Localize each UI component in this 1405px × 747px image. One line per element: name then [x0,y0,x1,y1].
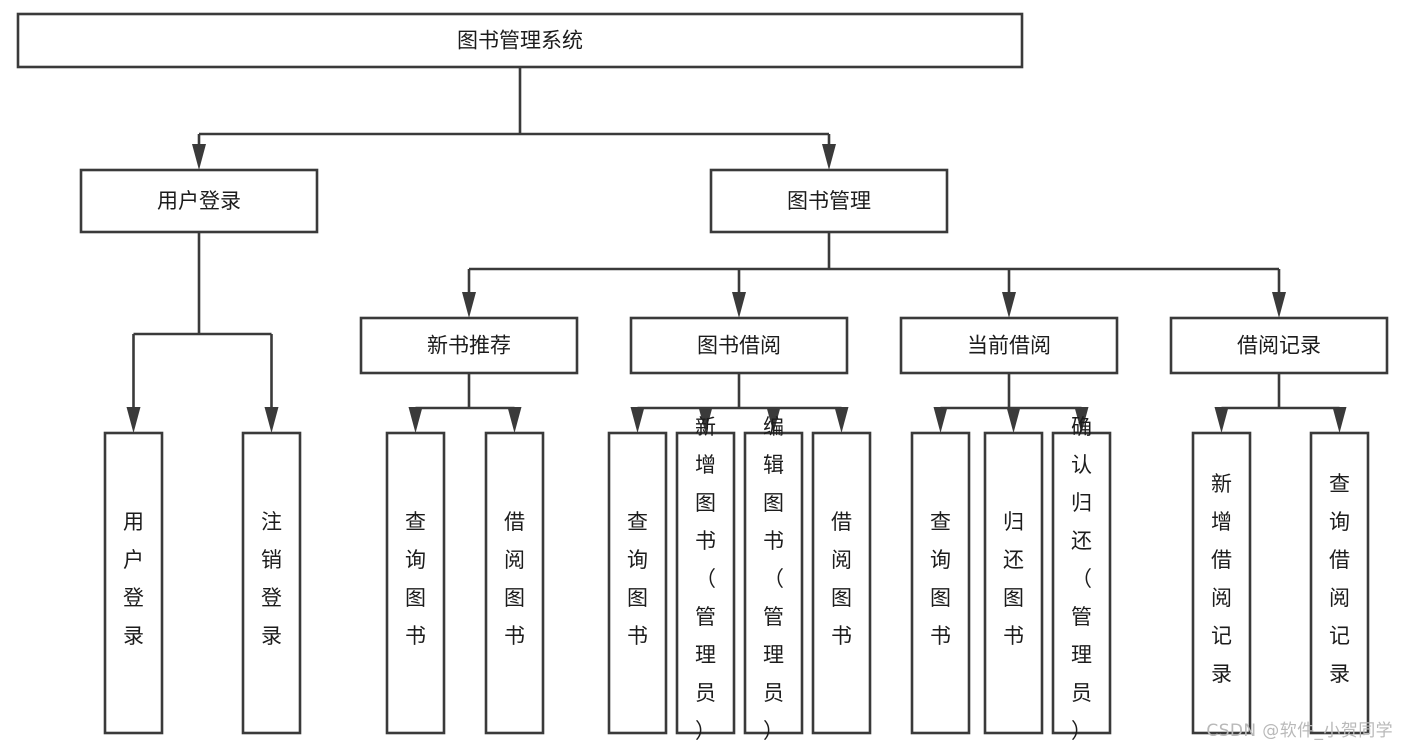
node-box-leaf-query-record[interactable] [1309,431,1370,735]
node-label-new-book-recommend: 新书推荐 [427,334,511,358]
node-leaf-add-record[interactable]: 新增借阅记录 [1191,431,1252,735]
arrow-book-management [822,144,836,170]
node-leaf-edit-book[interactable]: 编辑图书（管理员） [743,415,804,743]
arrow-leaf-borrow-book-1 [507,407,522,433]
node-box-leaf-query-book-2[interactable] [607,431,668,735]
node-box-leaf-add-book[interactable] [675,431,736,735]
arrow-leaf-query-book-1 [408,407,423,433]
arrow-user-login [192,144,206,170]
node-label-leaf-borrow-book-2: 借阅图书 [831,510,852,648]
node-user-login[interactable]: 用户登录 [79,168,319,234]
node-label-book-management: 图书管理 [787,189,871,213]
node-leaf-logout[interactable]: 注销登录 [241,431,302,735]
node-box-leaf-return-book[interactable] [983,431,1044,735]
node-label-leaf-query-book-1: 查询图书 [405,510,426,648]
nodes-layer: 图书管理系统用户登录图书管理新书推荐图书借阅当前借阅借阅记录用户登录注销登录查询… [16,12,1389,743]
node-box-current-borrow[interactable] [899,316,1119,375]
arrow-leaf-return-book [1006,407,1021,433]
node-borrow-record[interactable]: 借阅记录 [1169,316,1389,375]
arrow-leaf-query-record [1332,407,1347,433]
node-leaf-return-book[interactable]: 归还图书 [983,431,1044,735]
node-box-user-login[interactable] [79,168,319,234]
node-leaf-query-book-1[interactable]: 查询图书 [385,431,446,735]
node-label-leaf-edit-book: 编辑图书（管理员） [763,415,784,743]
node-leaf-borrow-book-2[interactable]: 借阅图书 [811,431,872,735]
arrow-leaf-edit-book [766,407,781,433]
node-label-leaf-user-login: 用户登录 [123,510,144,648]
node-box-leaf-add-record[interactable] [1191,431,1252,735]
node-box-borrow-record[interactable] [1169,316,1389,375]
arrow-borrow-record [1272,292,1286,318]
arrow-leaf-confirm-return [1074,407,1089,433]
csdn-watermark: CSDN @软件_小贺同学 [1206,721,1393,741]
node-label-leaf-confirm-return: 确认归还（管理员） [1071,415,1092,743]
node-label-book-borrow: 图书借阅 [697,334,781,358]
node-box-leaf-borrow-book-1[interactable] [484,431,545,735]
node-box-leaf-query-book-1[interactable] [385,431,446,735]
node-label-leaf-return-book: 归还图书 [1003,510,1024,648]
node-label-borrow-record: 借阅记录 [1237,334,1321,358]
node-label-leaf-logout: 注销登录 [261,510,282,648]
node-label-leaf-borrow-book-1: 借阅图书 [504,510,525,648]
arrow-leaf-borrow-book-2 [834,407,849,433]
node-label-user-login: 用户登录 [157,189,241,213]
node-box-new-book-recommend[interactable] [359,316,579,375]
arrow-leaf-logout [264,407,279,433]
node-label-leaf-query-record: 查询借阅记录 [1329,472,1350,686]
node-leaf-query-book-3[interactable]: 查询图书 [910,431,971,735]
node-root[interactable]: 图书管理系统 [16,12,1024,69]
node-box-leaf-confirm-return[interactable] [1051,431,1112,735]
node-label-current-borrow: 当前借阅 [967,334,1051,358]
node-leaf-user-login[interactable]: 用户登录 [103,431,164,735]
node-label-leaf-query-book-3: 查询图书 [930,510,951,648]
arrow-book-borrow [732,292,746,318]
arrow-leaf-query-book-2 [630,407,645,433]
node-label-leaf-query-book-2: 查询图书 [627,510,648,648]
node-label-leaf-add-book: 新增图书（管理员） [695,415,716,743]
arrow-leaf-query-book-3 [933,407,948,433]
arrow-current-borrow [1002,292,1016,318]
node-label-leaf-add-record: 新增借阅记录 [1211,472,1232,686]
edges-layer [126,67,1347,433]
node-book-management[interactable]: 图书管理 [709,168,949,234]
node-label-root: 图书管理系统 [457,29,583,53]
arrow-new-book-recommend [462,292,476,318]
node-book-borrow[interactable]: 图书借阅 [629,316,849,375]
node-box-leaf-borrow-book-2[interactable] [811,431,872,735]
node-box-root[interactable] [16,12,1024,69]
node-leaf-query-record[interactable]: 查询借阅记录 [1309,431,1370,735]
node-leaf-borrow-book-1[interactable]: 借阅图书 [484,431,545,735]
node-leaf-add-book[interactable]: 新增图书（管理员） [675,415,736,743]
node-box-leaf-logout[interactable] [241,431,302,735]
node-current-borrow[interactable]: 当前借阅 [899,316,1119,375]
node-box-leaf-query-book-3[interactable] [910,431,971,735]
node-new-book-recommend[interactable]: 新书推荐 [359,316,579,375]
node-box-book-management[interactable] [709,168,949,234]
arrow-leaf-add-record [1214,407,1229,433]
arrow-leaf-add-book [698,407,713,433]
node-box-book-borrow[interactable] [629,316,849,375]
node-box-leaf-user-login[interactable] [103,431,164,735]
node-leaf-confirm-return[interactable]: 确认归还（管理员） [1051,415,1112,743]
node-leaf-query-book-2[interactable]: 查询图书 [607,431,668,735]
arrow-leaf-user-login [126,407,141,433]
node-box-leaf-edit-book[interactable] [743,431,804,735]
